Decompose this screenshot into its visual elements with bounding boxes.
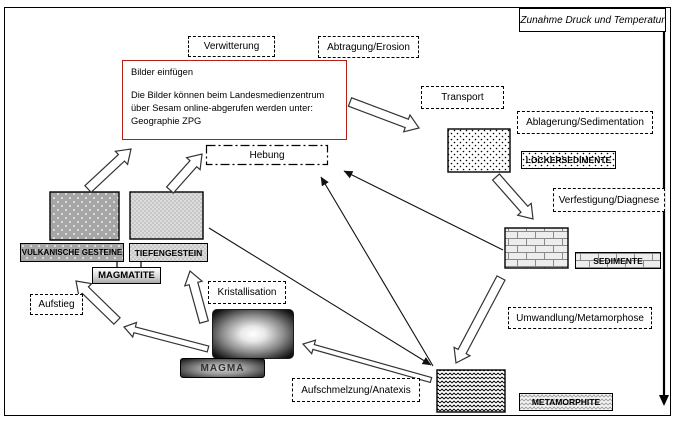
arrow-tiefengestein-to-hebung — [165, 153, 203, 194]
tiefengestein-pattern — [130, 244, 207, 261]
rock-image-sedimente — [504, 227, 569, 269]
arrow-aufstieg — [75, 280, 121, 326]
label-tiefengestein: TIEFENGESTEIN — [129, 243, 208, 262]
diagram-frame — [4, 7, 671, 416]
note-line-4: Geographie ZPG — [131, 116, 202, 126]
process-box-transport: Transport — [421, 86, 504, 109]
tiefengestein-text: TIEFENGESTEIN — [134, 247, 203, 258]
vulkanische-pattern — [21, 244, 123, 261]
kristallisation-text: Kristallisation — [217, 287, 277, 298]
process-box-hebung: Hebung — [206, 145, 328, 165]
label-magmatite: MAGMATITE — [92, 267, 161, 284]
magma-image — [212, 309, 294, 359]
hebung-text: Hebung — [249, 149, 285, 161]
label-lockersedimente: LOCKERSEDIMENTE — [521, 151, 616, 169]
line-sedimente-to-hebung — [343, 170, 504, 251]
abtragung-text: Abtragung/Erosion — [327, 41, 410, 53]
umwandlung-text: Umwandlung/Metamorphose — [516, 312, 644, 324]
arrow-erosion-to-transport — [347, 97, 420, 133]
sedimente-pattern — [576, 253, 660, 268]
arrow-magma-left — [122, 321, 210, 353]
rock-image-vulkanische-gesteine — [49, 191, 120, 241]
label-sedimente: SEDIMENTE — [575, 252, 661, 269]
process-box-ablagerung-sedimentation: Ablagerung/Sedimentation — [517, 111, 653, 134]
verfestigung-text: Verfestigung/Diagnese — [558, 194, 660, 206]
rock-image-lockersedimente — [447, 128, 511, 173]
metamorphite-text: METAMORPHITE — [531, 397, 601, 407]
arrow-kristallisation — [183, 269, 210, 324]
process-box-umwandlung-metamorphose: Umwandlung/Metamorphose — [508, 307, 652, 329]
rock-image-tiefengestein — [129, 191, 204, 240]
note-box: Bilder einfügen Die Bilder können beim L… — [122, 60, 347, 140]
process-box-verwitterung: Verwitterung — [188, 36, 275, 57]
verwitterung-text: Verwitterung — [203, 41, 260, 52]
label-metamorphite: METAMORPHITE — [519, 393, 613, 411]
arrow-vulkanite-to-weathering — [84, 148, 132, 194]
process-box-verfestigung-diagnese: Verfestigung/Diagnese — [553, 188, 665, 212]
process-box-kristallisation: Kristallisation — [208, 281, 286, 304]
note-line-1: Bilder einfügen — [131, 67, 194, 77]
aufstieg-text: Aufstieg — [38, 299, 75, 310]
ablagerung-text: Ablagerung/Sedimentation — [526, 117, 644, 128]
arrow-metamorph-to-magma — [301, 339, 433, 384]
metamorphite-pattern — [520, 394, 612, 410]
lockersedimente-text: LOCKERSEDIMENTE — [525, 155, 612, 165]
label-vulkanische-gesteine: VULKANISCHE GESTEINE — [20, 243, 124, 262]
lockersedimente-pattern — [522, 152, 615, 168]
vulkanische-text: VULKANISCHE GESTEINE — [21, 248, 123, 257]
note-spacer — [131, 79, 338, 89]
note-line-2: Die Bilder können beim Landesmedienzentr… — [131, 90, 325, 100]
note-line-3: über Sesam online-abgerufen werden unter… — [131, 103, 313, 113]
magma-text: MAGMA — [200, 362, 245, 374]
arrow-locker-to-sediment — [491, 173, 534, 220]
sedimente-text: SEDIMENTE — [593, 255, 643, 266]
process-box-aufstieg: Aufstieg — [30, 294, 83, 315]
line-metamorphite-to-hebung — [320, 176, 434, 367]
rock-image-metamorphite — [436, 369, 506, 413]
gradient-title-text: Zunahme Druck und Temperatur — [520, 14, 665, 26]
gradient-title-box: Zunahme Druck und Temperatur — [519, 8, 666, 32]
aufschmelzung-text: Aufschmelzung/Anatexis — [301, 384, 411, 396]
arrow-sediment-to-metamorph — [453, 275, 506, 364]
magmatite-text: MAGMATITE — [98, 270, 155, 281]
hebung-box-border — [205, 144, 329, 166]
line-tiefengestein-to-metamorphite — [208, 227, 432, 366]
process-box-aufschmelzung-anatexis: Aufschmelzung/Anatexis — [292, 378, 420, 402]
transport-text: Transport — [441, 92, 484, 103]
process-box-abtragung-erosion: Abtragung/Erosion — [318, 36, 419, 58]
label-magma: MAGMA — [180, 358, 265, 378]
